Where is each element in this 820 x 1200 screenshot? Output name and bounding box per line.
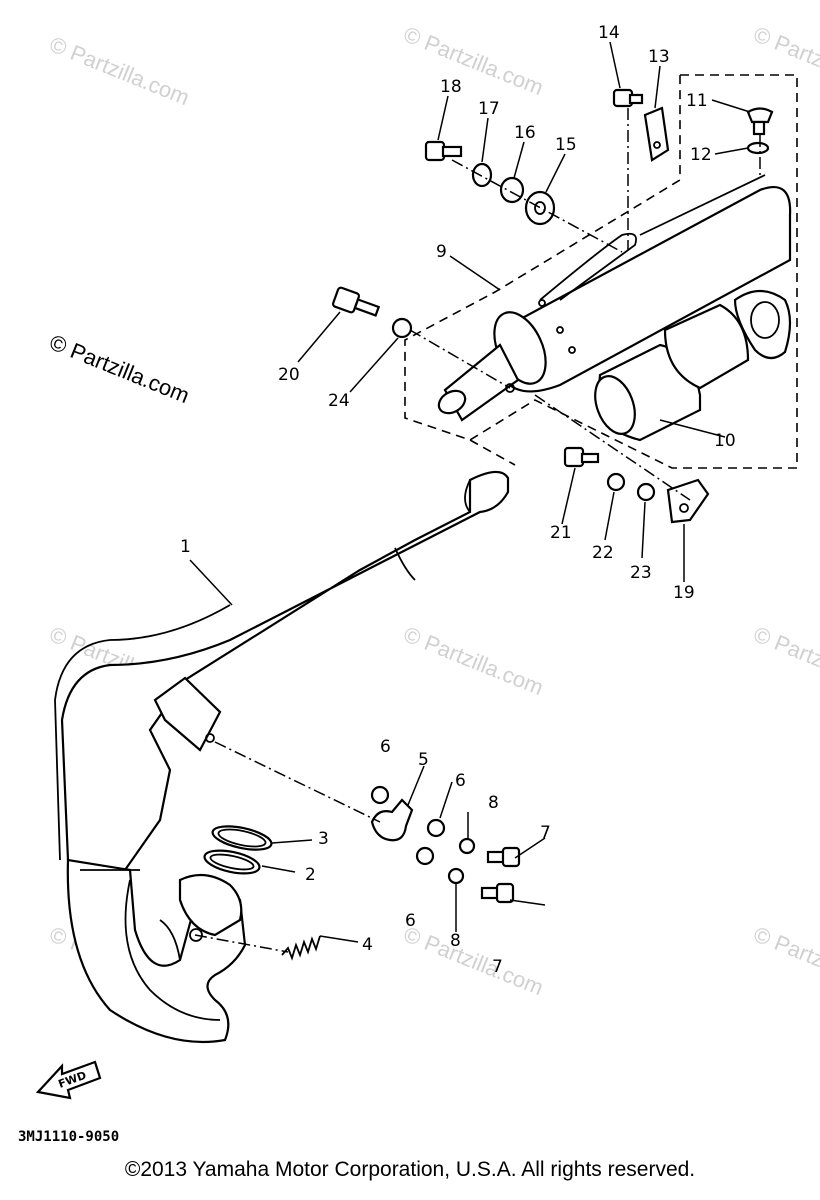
bracket-19-hole bbox=[679, 503, 689, 513]
washer-8a bbox=[458, 837, 476, 855]
watermark: © Partzilla.com bbox=[46, 31, 193, 110]
label-part-6: 6 bbox=[380, 737, 391, 757]
forward-arrow: FWD bbox=[35, 1060, 102, 1100]
bracket-13-hole bbox=[653, 141, 661, 149]
label-part-8: 8 bbox=[450, 931, 461, 951]
label-leaders bbox=[189, 41, 751, 943]
watermark-featured: © Partzilla.com bbox=[46, 329, 193, 408]
spring-4 bbox=[281, 935, 321, 961]
washer-22 bbox=[606, 472, 626, 492]
bolt-20 bbox=[331, 286, 381, 317]
gasket-2-inner bbox=[209, 853, 255, 871]
grommet-15-hole bbox=[534, 201, 546, 215]
washer-12 bbox=[746, 141, 770, 155]
washer-6a bbox=[370, 785, 390, 805]
watermark: © Partzilla.com bbox=[400, 21, 547, 100]
screw-11 bbox=[746, 107, 774, 136]
label-part-6: 6 bbox=[455, 771, 466, 791]
washer-23 bbox=[636, 482, 656, 502]
label-part-22: 22 bbox=[592, 543, 614, 563]
label-part-10: 10 bbox=[714, 431, 736, 451]
muffler-body bbox=[437, 174, 792, 422]
label-part-3: 3 bbox=[318, 829, 329, 849]
washer-6c bbox=[415, 846, 435, 866]
muffler-insert bbox=[594, 289, 792, 442]
bolt-21 bbox=[563, 446, 600, 468]
muffler-subassembly-line bbox=[469, 439, 516, 466]
watermark: © Partzilla.com bbox=[750, 621, 820, 700]
label-part-7: 7 bbox=[492, 957, 503, 977]
label-part-14: 14 bbox=[598, 23, 620, 43]
label-part-13: 13 bbox=[648, 47, 670, 67]
label-part-8: 8 bbox=[488, 793, 499, 813]
label-part-24: 24 bbox=[328, 391, 350, 411]
bolt-7a bbox=[486, 846, 521, 868]
label-part-11: 11 bbox=[686, 91, 708, 111]
label-part-20: 20 bbox=[278, 365, 300, 385]
label-part-18: 18 bbox=[440, 77, 462, 97]
bolt-14 bbox=[612, 88, 644, 108]
copyright-notice: ©2013 Yamaha Motor Corporation, U.S.A. A… bbox=[124, 1158, 696, 1181]
collar-16 bbox=[499, 176, 525, 204]
label-part-19: 19 bbox=[673, 583, 695, 603]
diagram-code: 3MJ1110-9050 bbox=[18, 1129, 119, 1145]
bracket-5 bbox=[370, 798, 414, 842]
label-part-15: 15 bbox=[555, 135, 577, 155]
label-part-17: 17 bbox=[478, 99, 500, 119]
washer-6b bbox=[426, 818, 446, 838]
label-part-16: 16 bbox=[514, 123, 536, 143]
bracket-19 bbox=[666, 478, 710, 524]
bolt-7b bbox=[480, 882, 515, 904]
label-part-6: 6 bbox=[405, 911, 416, 931]
label-part-21: 21 bbox=[550, 523, 572, 543]
watermark: © Partzilla.com bbox=[400, 921, 547, 1000]
label-part-2: 2 bbox=[305, 865, 316, 885]
muffler-assembly-box bbox=[404, 74, 798, 469]
washer-24 bbox=[391, 317, 413, 339]
label-part-5: 5 bbox=[418, 750, 429, 770]
bolt-18 bbox=[424, 140, 463, 162]
watermark: © Partzilla.com bbox=[400, 621, 547, 700]
label-part-1: 1 bbox=[180, 537, 191, 557]
label-part-7: 7 bbox=[540, 823, 551, 843]
grommet-15 bbox=[524, 190, 556, 226]
washer-17 bbox=[471, 162, 493, 188]
watermark: © Partzilla.com bbox=[750, 21, 820, 100]
gasket-2 bbox=[203, 849, 261, 875]
part-labels: 1 2 3 4 5 6 6 6 7 7 8 8 9 10 11 12 13 14… bbox=[180, 23, 736, 977]
bracket-13 bbox=[643, 106, 670, 162]
washer-8b bbox=[447, 867, 465, 885]
label-part-9: 9 bbox=[436, 242, 447, 262]
gasket-3-inner bbox=[217, 828, 267, 848]
label-part-23: 23 bbox=[630, 563, 652, 583]
watermark: © Partzilla.com bbox=[750, 921, 820, 1000]
exhaust-pipe bbox=[54, 470, 510, 1044]
label-part-12: 12 bbox=[690, 145, 712, 165]
connection-lines bbox=[194, 108, 761, 953]
gasket-3 bbox=[211, 825, 273, 851]
label-part-4: 4 bbox=[362, 935, 373, 955]
